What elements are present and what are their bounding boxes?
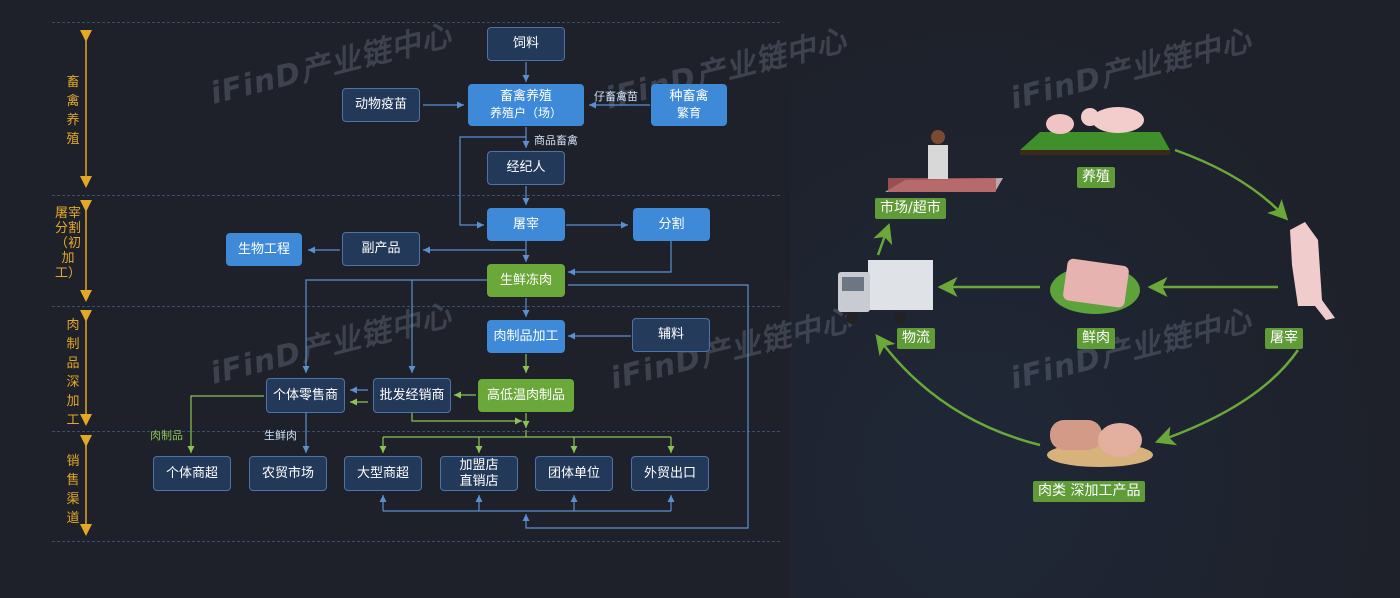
cycle-label-logistics: 物流 — [897, 328, 935, 349]
edge-label-commodity-livestock: 商品畜禽 — [534, 134, 578, 147]
cycle-arrow-breeding-slaughter — [1174, 148, 1289, 221]
node-bio-engineering[interactable]: 生物工程 — [226, 233, 302, 266]
edge-breeding-slaughter-direct — [459, 136, 526, 229]
node-temp-products[interactable]: 高低温肉制品 — [478, 379, 574, 412]
node-meat-processing[interactable]: 肉制品加工 — [487, 320, 565, 353]
pigs-on-grass-image — [1020, 107, 1170, 155]
node-franchise[interactable]: 加盟店直销店 — [440, 456, 518, 491]
stage-label-slaughter: 屠宰分割（初加工） — [54, 206, 81, 281]
ham-sausage-plate-image — [1047, 420, 1153, 467]
cycle-label-market: 市场/超市 — [875, 198, 946, 219]
node-feed[interactable]: 饲料 — [487, 27, 565, 61]
node-retailer[interactable]: 个体零售商 — [266, 378, 345, 413]
cycle-label-breeding: 养殖 — [1077, 167, 1115, 188]
cycle-label-processed: 肉类 深加工产品 — [1033, 481, 1146, 502]
node-wholesaler[interactable]: 批发经销商 — [373, 378, 451, 413]
node-vaccine[interactable]: 动物疫苗 — [342, 88, 420, 122]
stage-divider — [52, 541, 780, 542]
node-cutting[interactable]: 分割 — [633, 208, 710, 241]
stage-divider — [52, 306, 780, 307]
edge-label-meat-products: 肉制品 — [150, 429, 183, 442]
stage-label-sales: 销售渠道 — [66, 454, 80, 526]
pig-carcass-image — [1290, 222, 1335, 320]
node-slaughter[interactable]: 屠宰 — [487, 208, 565, 241]
refrigerated-truck-image — [838, 260, 933, 324]
cycle-label-slaughter: 屠宰 — [1265, 328, 1303, 349]
node-group-unit[interactable]: 团体单位 — [535, 456, 613, 491]
edge-retailer-small-supermarket — [187, 395, 264, 453]
cycle-arrow-processed-logistics — [875, 334, 1041, 447]
node-large-supermarket[interactable]: 大型商超 — [344, 456, 422, 491]
stage-label-deep: 肉制品深加工 — [66, 318, 80, 428]
node-breeding[interactable]: 畜禽养殖养殖户（场） — [468, 84, 584, 126]
edge-label-fresh-meat: 生鲜肉 — [264, 429, 297, 442]
edge-cutting-fresh — [568, 241, 672, 276]
cycle-label-fresh-meat: 鲜肉 — [1077, 328, 1115, 349]
stage-label-breeding: 畜禽养殖 — [66, 75, 80, 147]
stage-divider — [52, 22, 780, 23]
edge-wholesaler-junction — [411, 413, 522, 425]
node-farmers-market[interactable]: 农贸市场 — [249, 456, 327, 491]
edge-fresh-retailer — [302, 279, 487, 373]
edge-label-piglets: 仔畜禽苗 — [594, 90, 638, 103]
cycle-arrow-slaughter-processed — [1154, 349, 1300, 446]
node-fresh-frozen[interactable]: 生鲜冻肉 — [487, 264, 565, 297]
node-auxiliary[interactable]: 辅料 — [632, 318, 710, 352]
node-small-supermarket[interactable]: 个体商超 — [153, 456, 231, 491]
pork-on-lettuce-image — [1050, 258, 1140, 314]
node-breeder-stock[interactable]: 种畜禽繁育 — [651, 84, 727, 126]
node-broker[interactable]: 经纪人 — [487, 151, 565, 185]
cycle-arrow-logistics-market — [873, 222, 893, 256]
node-byproduct[interactable]: 副产品 — [342, 232, 420, 266]
stage-divider — [52, 431, 780, 432]
stage-divider — [52, 195, 780, 196]
butcher-stall-image — [885, 130, 1003, 192]
node-export[interactable]: 外贸出口 — [631, 456, 709, 491]
edge-fresh-sales-loop — [522, 284, 749, 529]
